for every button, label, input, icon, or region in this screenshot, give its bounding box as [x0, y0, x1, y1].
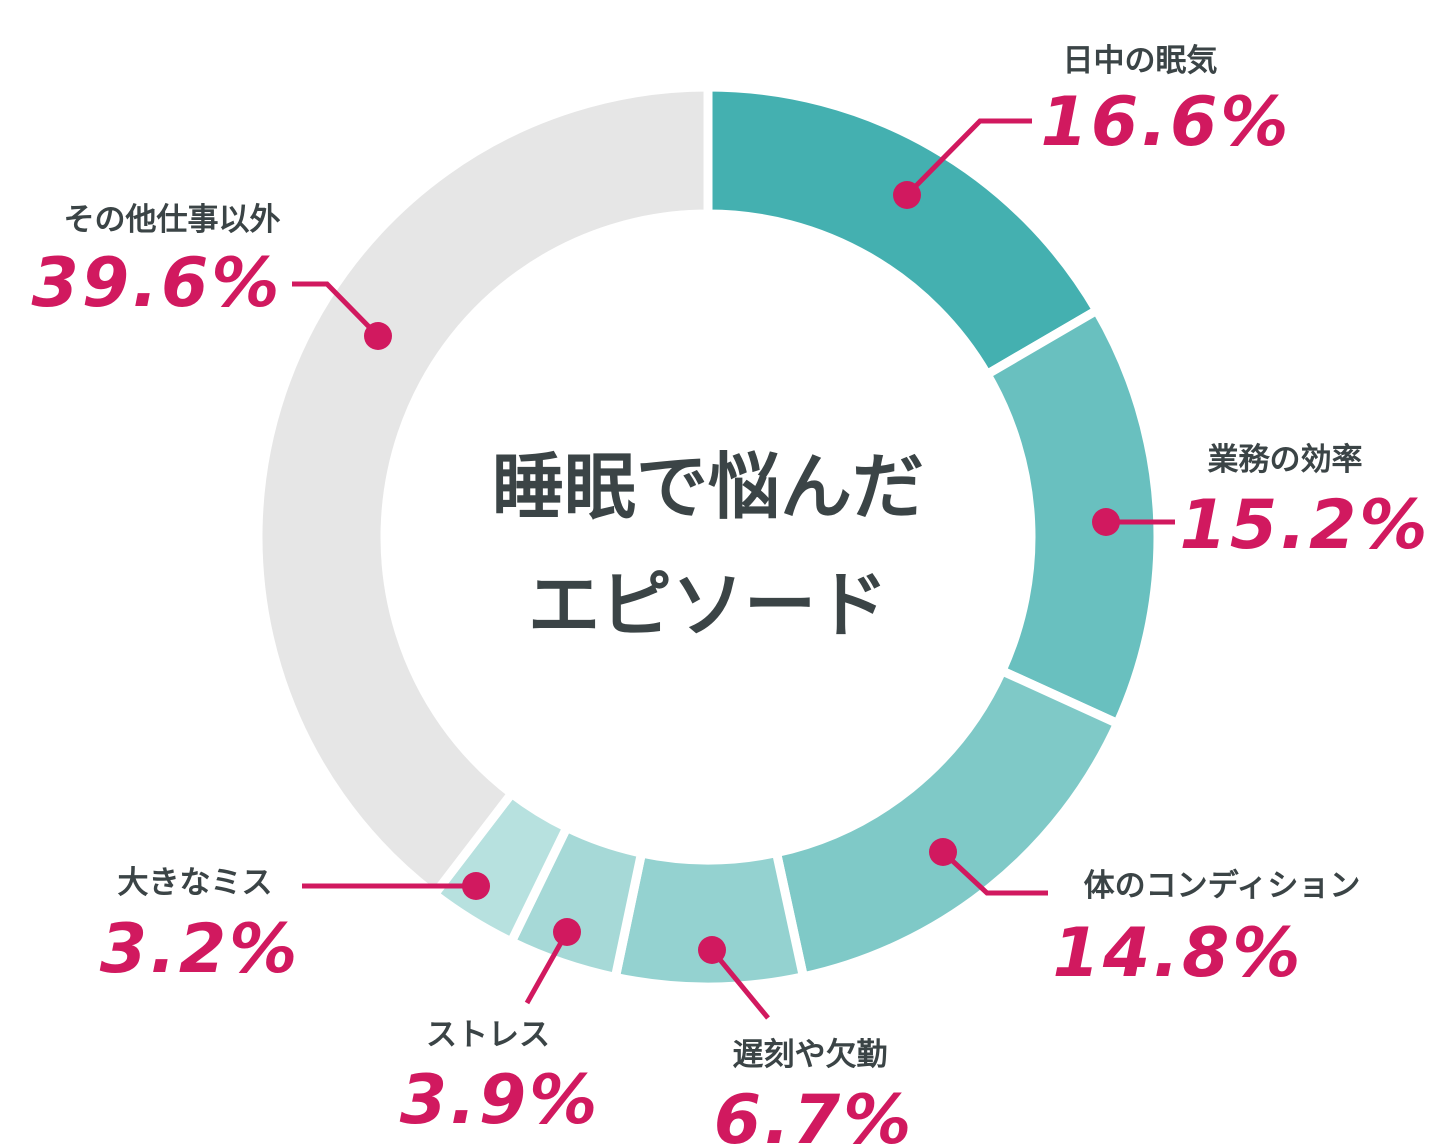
- leader-dot-2: [1092, 508, 1120, 536]
- value-label-5: 3.9%: [400, 1061, 601, 1140]
- center-title-line-2: エピソード: [528, 563, 888, 647]
- leader-lines: [292, 118, 1175, 1020]
- leader-line-7: [292, 281, 380, 338]
- leader-line-3: [941, 850, 1048, 896]
- leader-line-1: [905, 118, 1032, 197]
- category-label-3: 体のコンディション: [1084, 868, 1361, 904]
- leader-dot-6: [462, 872, 490, 900]
- category-label-6: 大きなミス: [118, 865, 273, 901]
- center-title: 睡眠で悩んだ エピソード: [492, 445, 924, 647]
- center-title-line-1: 睡眠で悩んだ: [492, 445, 924, 529]
- slice-2: [980, 304, 1163, 730]
- category-label-1: 日中の眠気: [1063, 43, 1218, 79]
- slice-7: [253, 82, 713, 901]
- leader-dot-5: [553, 918, 581, 946]
- slice-labels: 日中の眠気 16.6% 業務の効率 15.2% 体のコンディション 14.8% 遅刻や欠勤 6…: [32, 43, 1430, 1148]
- donut-slices: [253, 82, 1163, 992]
- value-label-2: 15.2%: [1180, 486, 1430, 565]
- value-label-1: 16.6%: [1041, 83, 1292, 162]
- slice-1: [703, 82, 1103, 381]
- slice-4: [610, 847, 809, 992]
- category-label-2: 業務の効率: [1208, 442, 1363, 478]
- leader-line-4: [710, 948, 770, 1020]
- category-label-5: ストレス: [426, 1017, 550, 1053]
- value-label-6: 3.2%: [100, 910, 301, 989]
- value-label-3: 14.8%: [1053, 914, 1304, 993]
- category-label-7: その他仕事以外: [64, 202, 281, 238]
- leader-dot-7: [364, 322, 392, 350]
- leader-dot-3: [929, 838, 957, 866]
- category-label-4: 遅刻や欠勤: [733, 1037, 888, 1073]
- leader-dot-4: [698, 936, 726, 964]
- value-label-7: 39.6%: [32, 244, 283, 323]
- leader-dot-1: [893, 181, 921, 209]
- value-label-4: 6.7%: [714, 1081, 915, 1148]
